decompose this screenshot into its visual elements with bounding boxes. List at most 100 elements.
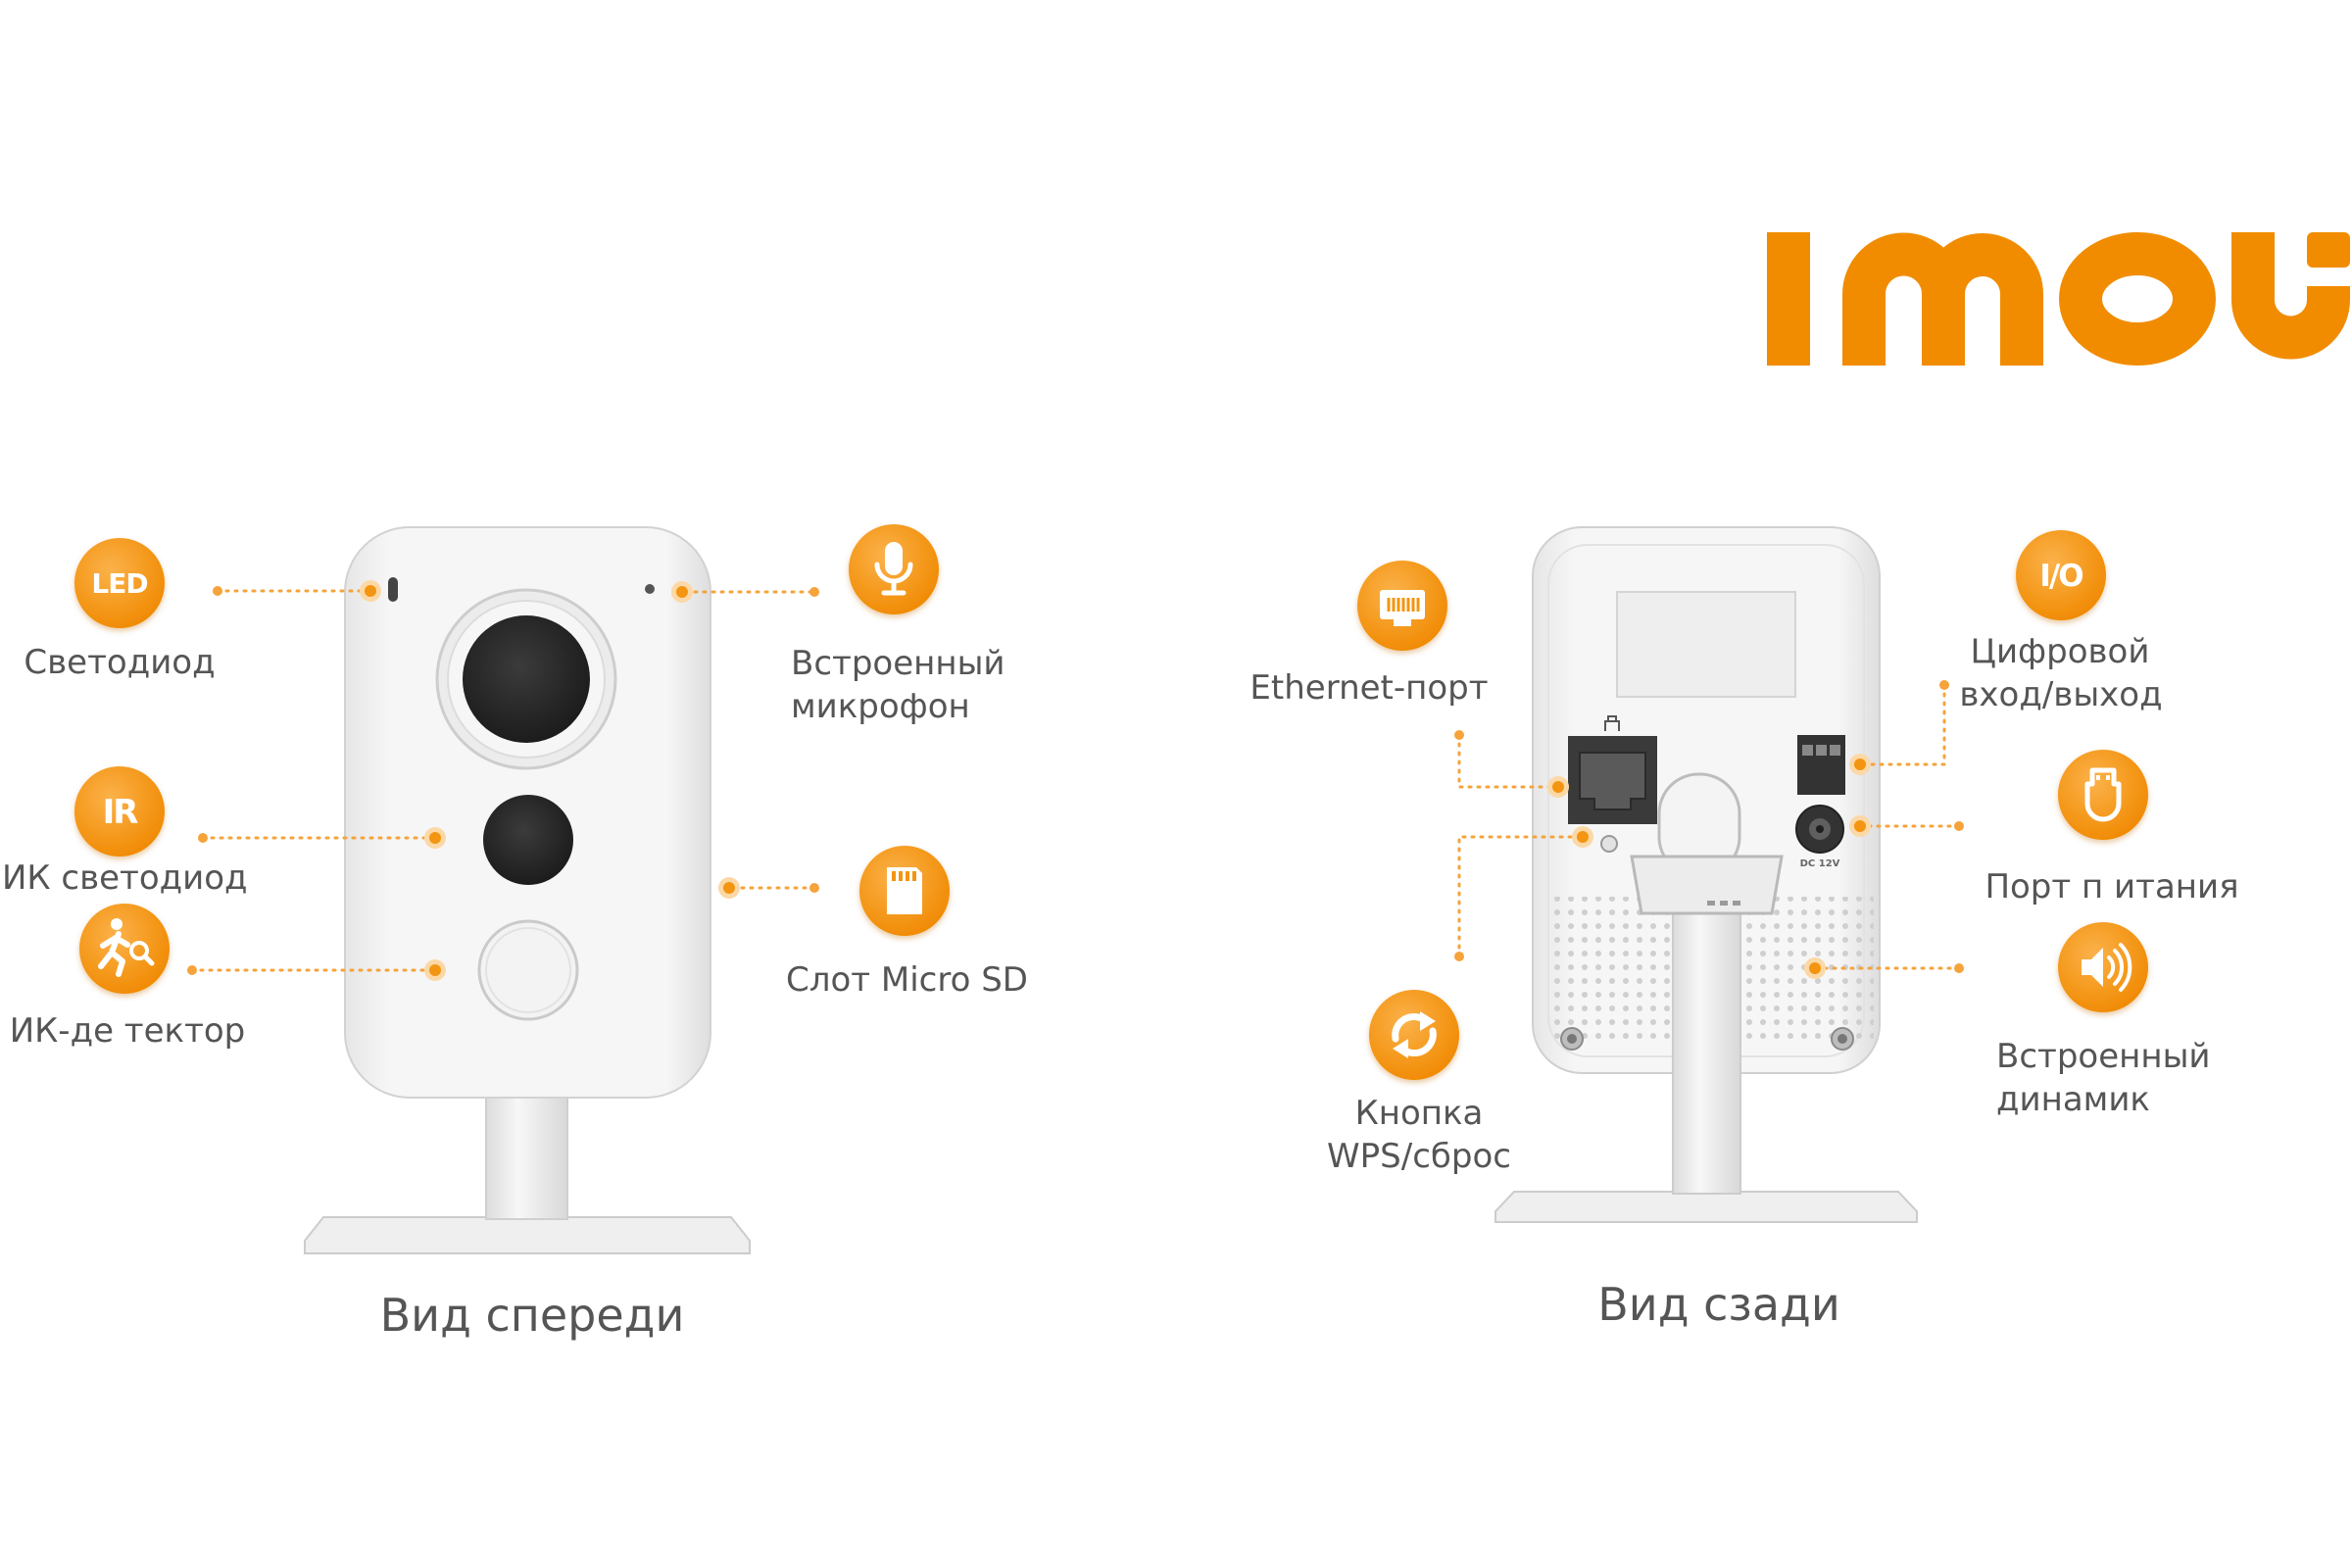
speaker-icon [2058,922,2148,1012]
magnifier-lens [129,941,149,960]
power-label: Порт п итания [1984,867,2238,906]
wps-reset-label-line-2: WPS/сброс [1327,1137,1511,1176]
microphone-hole [645,584,655,594]
leader-ir-led-marker [429,832,441,844]
callout-wps-reset: Кнопка WPS/сброс [1327,990,1511,1176]
mount-bracket-slot-1 [1707,901,1715,906]
leader-ethernet-start [1454,730,1464,740]
sd-contact-3 [906,871,909,881]
front-view-caption: Вид спереди [380,1289,685,1342]
leader-power-marker [1854,820,1866,832]
mount-bracket [1630,855,1784,915]
io-icon: I/O [2016,530,2106,620]
microphone-holder [874,562,913,596]
leader-ethernet [1457,733,1554,789]
mount-bracket-slot-2 [1720,901,1728,906]
sd-contact-1 [892,871,896,881]
pir-sensor-inner [485,927,571,1013]
magnifier-handle [142,954,155,966]
status-led [388,577,398,602]
speaker-label-line-1: Встроенный [1996,1037,2211,1076]
microphone-icon [849,524,939,614]
front-leader-lines [187,580,819,981]
leader-led-start [213,586,222,596]
logo-letter-i [1767,232,1810,366]
dc-jack-marking: DC 12V [1800,858,1840,869]
led-icon-circle [74,538,165,628]
speaker-waves [2107,943,2132,992]
microphone-capsule [885,542,903,575]
dc-jack-pin [1816,825,1824,833]
pir-sensor [477,919,579,1021]
ir-icon-text: IR [103,793,139,832]
ir-led-label: ИК светодиод [2,858,248,898]
power-plug-slot-1 [2096,775,2100,780]
power-plug-icon [2058,750,2148,840]
wps-reset-label-line-1: Кнопка [1355,1094,1484,1133]
callout-led: LED Светодиод [24,538,216,682]
leader-wps-reset-marker [1577,831,1589,843]
camera-lens [463,615,590,743]
microphone-label-line-2: микрофон [791,687,970,726]
ethernet-label: Ethernet-порт [1250,668,1488,708]
network-symbol [1604,715,1620,731]
io-terminal-pin-3 [1830,745,1840,756]
back-base [1494,1191,1918,1223]
screw-left-center [1567,1034,1577,1044]
logo-letter-o [2059,232,2216,366]
leader-speaker-start [1954,963,1964,973]
leader-sd-slot-marker [723,882,735,894]
reset-arrowhead-upper [1420,1011,1436,1031]
ethernet-icon-pins [1387,598,1420,612]
sd-card-icon [859,846,950,936]
sd-contact-2 [899,871,903,881]
sd-slot-label: Слот Micro SD [786,960,1028,1000]
reset-arrowhead-lower [1393,1039,1408,1058]
leader-microphone-marker [676,586,688,598]
leader-sd-slot-start [809,883,819,893]
power-plug-outline [2084,767,2122,822]
io-icon-circle [2016,530,2106,620]
io-label-line-2: вход/выход [1959,675,2162,714]
led-icon-text: LED [91,567,147,600]
callout-io: I/O Цифровой вход/выход [1959,530,2163,714]
callout-speaker: Встроенный динамик [1996,922,2211,1119]
led-label: Светодиод [24,643,215,682]
io-terminal-pin-1 [1802,745,1813,756]
front-base [304,1216,751,1254]
leader-wps-reset-start [1454,952,1464,961]
io-terminal [1797,735,1845,795]
reset-icon [1369,990,1459,1080]
back-neck [1672,908,1741,1195]
io-label-line-1: Цифровой [1971,632,2150,671]
front-neck [485,1089,568,1220]
pir-label: ИК-де тектор [10,1011,246,1051]
speaker-cone [2082,948,2103,987]
runner-body [98,931,130,977]
sd-contact-4 [912,871,916,881]
leader-io-start [1939,680,1949,690]
ir-icon-circle [74,766,165,857]
led-icon: LED [74,538,165,628]
leader-speaker-marker [1809,962,1821,974]
ethernet-icon [1357,561,1447,651]
logo-letter-m [1842,232,2043,366]
ethernet-port-opening [1579,752,1646,810]
leader-io-marker [1854,759,1866,770]
ethernet-icon-tab [1394,619,1411,626]
microphone-label-line-1: Встроенный [791,644,1005,683]
screw-right-center [1838,1034,1847,1044]
back-view-caption: Вид сзади [1597,1278,1840,1331]
leader-led-marker [365,585,376,597]
speaker-label-line-2: динамик [1996,1080,2150,1119]
callout-ir-led: IR ИК светодиод [2,766,248,898]
power-plug-slot-2 [2106,775,2110,780]
leader-pir-marker [429,964,441,976]
product-label-area [1616,591,1796,698]
leader-pir-start [187,965,197,975]
leader-power-start [1954,821,1964,831]
motion-detector-icon [79,904,170,994]
front-camera [304,526,751,1254]
power-plug-icon-circle [2058,750,2148,840]
